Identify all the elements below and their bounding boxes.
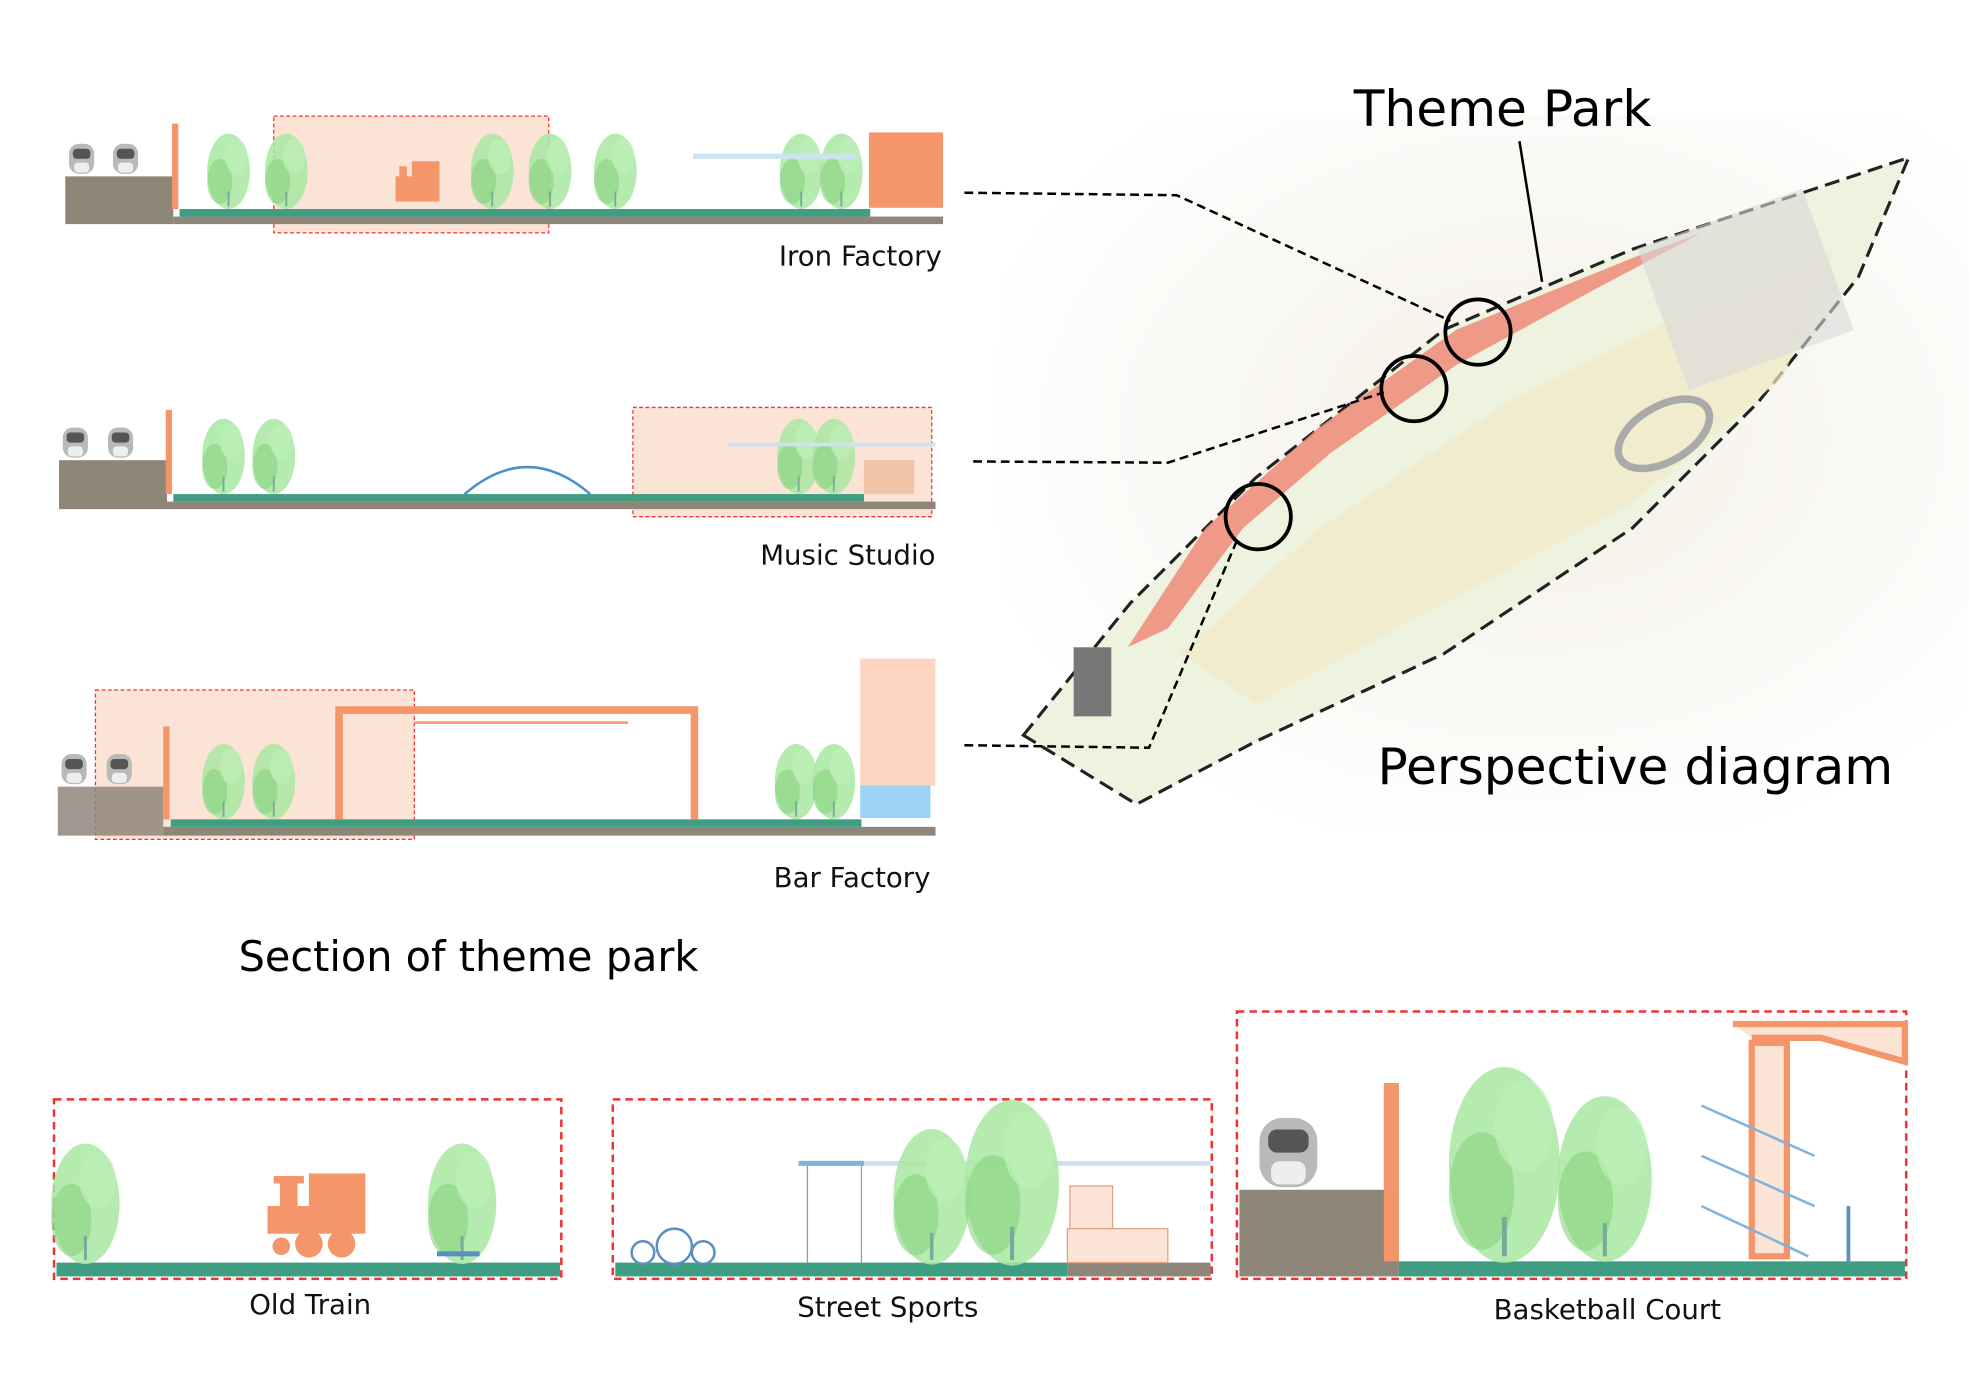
tree-icon [1449, 1067, 1560, 1263]
tree-icon [201, 743, 246, 821]
canopy [693, 153, 857, 159]
tree-icon [891, 1127, 972, 1267]
canopy [728, 442, 936, 447]
tree-icon [49, 1142, 122, 1266]
green-strip [56, 1262, 561, 1277]
green-strip [615, 1262, 1068, 1277]
stage [863, 460, 915, 495]
callout-circle [1443, 297, 1513, 367]
bench [436, 1251, 480, 1257]
ground-block [1239, 1189, 1399, 1277]
green-strip [1398, 1261, 1905, 1277]
tree-icon [206, 132, 251, 210]
ground [173, 216, 944, 225]
green-strip [179, 209, 871, 217]
orange-building [868, 132, 944, 208]
train-icon [69, 143, 95, 174]
tree-icon [527, 132, 573, 210]
perspective-title: Perspective diagram [1378, 737, 1894, 796]
section-music-studio: Music Studio [59, 406, 936, 571]
tree-icon [593, 132, 638, 210]
toy-train-icon [395, 161, 440, 202]
ground-block [59, 460, 168, 510]
ring-equipment [630, 1227, 716, 1266]
callout-circle [1223, 482, 1293, 552]
tree-icon [264, 132, 309, 210]
green-strip [173, 494, 864, 502]
tree-icon [426, 1142, 498, 1266]
tree-icon [811, 743, 857, 821]
toy-train-icon [267, 1173, 366, 1258]
container [1066, 1228, 1169, 1264]
green-strip [170, 819, 862, 827]
theme-park-label: Theme Park [1353, 79, 1652, 138]
canopy-edge [798, 1160, 864, 1166]
detail-label: Street Sports [797, 1291, 978, 1324]
tree-icon [1558, 1096, 1652, 1262]
ground [163, 826, 936, 836]
tree-icon [201, 417, 246, 496]
perspective-map: Theme Park Perspective diagram [964, 79, 1969, 830]
tree-icon [965, 1100, 1059, 1266]
tree-icon [819, 132, 864, 210]
tree-icon [251, 417, 297, 496]
ground-block [57, 786, 164, 836]
pink-building [860, 658, 936, 786]
detail-street-sports: Street Sports [611, 1099, 1214, 1324]
wave-mound [463, 465, 592, 496]
train-icon [107, 427, 134, 458]
tree-icon [778, 132, 824, 210]
callout-line [1518, 141, 1544, 283]
tower-building [1073, 647, 1112, 717]
tree-icon [773, 743, 819, 821]
container-top [1069, 1185, 1114, 1232]
section-label: Music Studio [760, 538, 935, 571]
section-iron-factory: Iron Factory [65, 115, 944, 273]
tree-icon [251, 743, 297, 821]
detail-label: Old Train [249, 1288, 371, 1321]
orange-wall [165, 409, 173, 495]
callout-circle [1379, 354, 1449, 424]
running-track [1614, 395, 1714, 473]
site-interior [1180, 251, 1834, 704]
section-label: Iron Factory [779, 240, 942, 273]
leader-lines [964, 191, 1451, 750]
orange-wall [1383, 1083, 1399, 1262]
detail-basketball-court: Basketball Court [1235, 1010, 1909, 1326]
tree-icon [469, 132, 515, 210]
water-pool [860, 785, 931, 819]
orange-wall [163, 726, 170, 820]
detail-label: Basketball Court [1494, 1293, 1722, 1326]
ground [167, 501, 936, 510]
orange-frame-structure [335, 706, 699, 820]
section-bar-factory: Bar Factory [57, 658, 936, 894]
train-icon [61, 754, 87, 785]
tree-icon [811, 417, 857, 496]
building-cluster [1637, 188, 1854, 391]
train-icon [106, 754, 132, 785]
section-title: Section of theme park [239, 933, 699, 981]
train-icon [62, 427, 88, 458]
ground-block [65, 176, 174, 225]
orange-wall [172, 123, 179, 210]
orange-frame-structure [1700, 1020, 1909, 1260]
section-label: Bar Factory [774, 861, 931, 894]
ground [1067, 1262, 1211, 1277]
detail-old-train: Old Train [49, 1098, 563, 1321]
train-icon [1259, 1117, 1318, 1188]
train-icon [113, 143, 139, 174]
